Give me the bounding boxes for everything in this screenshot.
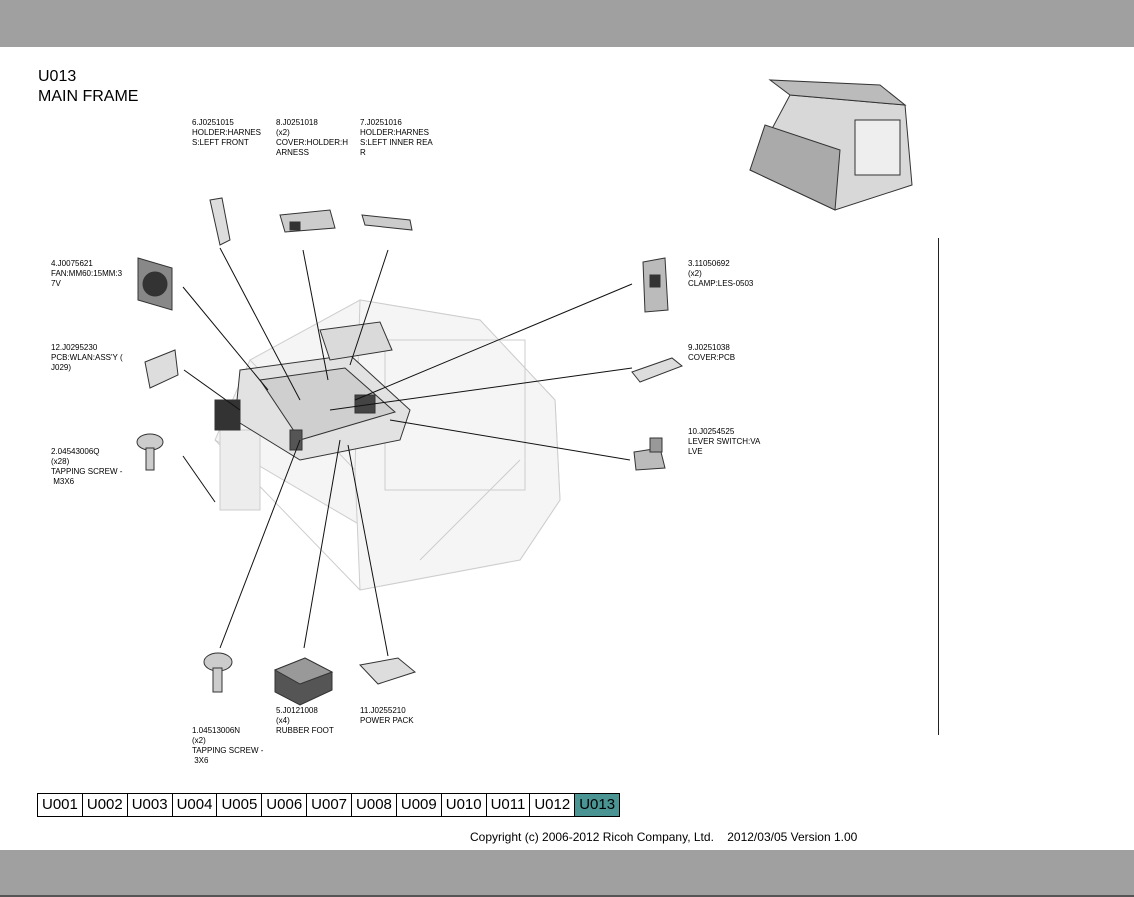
- nav-tab-u002[interactable]: U002: [81, 793, 128, 817]
- page-title: MAIN FRAME: [38, 88, 139, 105]
- copyright-text: Copyright (c) 2006-2012 Ricoh Company, L…: [470, 830, 858, 844]
- nav-tab-u008[interactable]: U008: [351, 793, 397, 817]
- page-nav: U001 U002 U003 U004 U005 U006 U007 U008 …: [37, 793, 621, 817]
- nav-tab-u013[interactable]: U013: [574, 793, 621, 817]
- part-label-3[interactable]: 3.11050692(x2)CLAMP:LES-0503: [688, 259, 754, 288]
- nav-tab-u006[interactable]: U006: [261, 793, 308, 817]
- nav-tab-u005[interactable]: U005: [216, 793, 263, 817]
- bottom-border: [0, 895, 1134, 897]
- page-code: U013: [38, 68, 77, 85]
- part-label-2[interactable]: 2.04543006Q(x28)TAPPING SCREW - M3X6: [51, 447, 123, 486]
- bottom-bar: [0, 850, 1134, 895]
- nav-tab-u010[interactable]: U010: [440, 793, 487, 817]
- nav-tab-u004[interactable]: U004: [171, 793, 218, 817]
- nav-tab-u009[interactable]: U009: [395, 793, 442, 817]
- vertical-divider: [938, 238, 939, 735]
- nav-tab-u001[interactable]: U001: [37, 793, 83, 817]
- top-bar: [0, 0, 1134, 47]
- diagram-heading: U013 MAIN FRAME: [38, 67, 138, 107]
- nav-tab-u007[interactable]: U007: [306, 793, 353, 817]
- nav-tab-u011[interactable]: U011: [485, 793, 531, 817]
- part-label-5[interactable]: 5.J0121008(x4)RUBBER FOOT: [276, 706, 334, 735]
- nav-tab-u003[interactable]: U003: [126, 793, 173, 817]
- page-area: [0, 47, 1134, 850]
- part-label-1[interactable]: 1.04513006N(x2)TAPPING SCREW - 3X6: [192, 726, 264, 765]
- nav-tab-u012[interactable]: U012: [529, 793, 576, 817]
